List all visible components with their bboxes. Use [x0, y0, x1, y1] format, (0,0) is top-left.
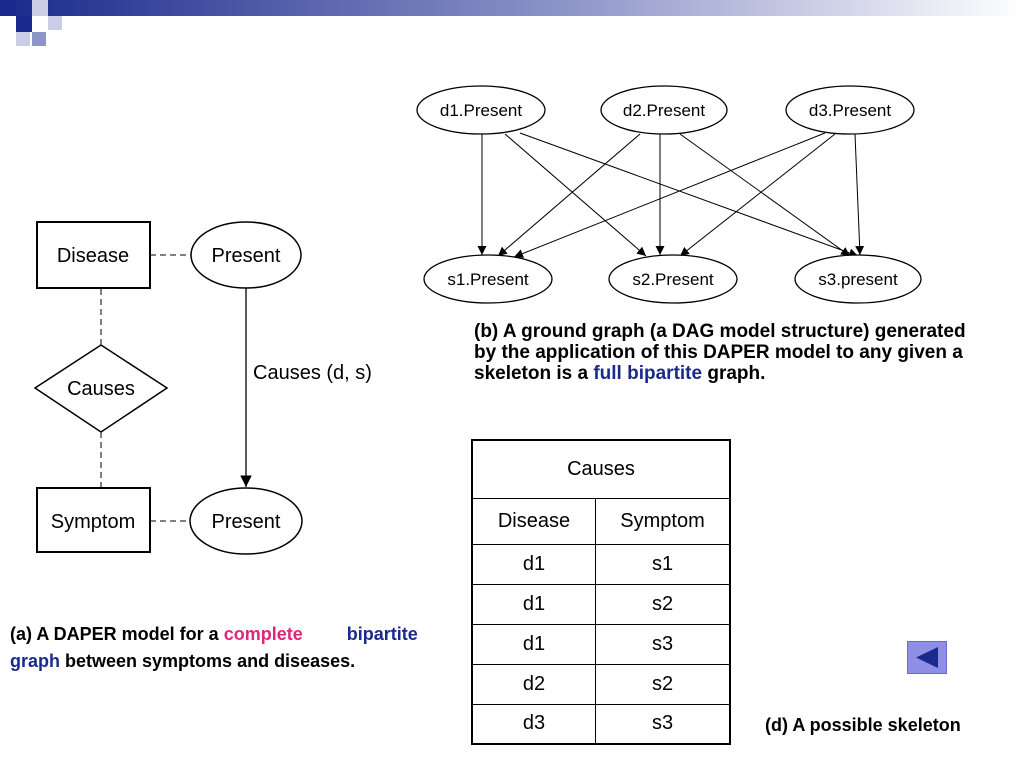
edge-d2-s3	[679, 133, 851, 257]
relationship-causes-diamond	[33, 344, 169, 433]
edge-d3-s2	[679, 133, 836, 257]
node-s2-label: s2.Present	[632, 270, 714, 289]
entity-symptom-box	[36, 487, 151, 553]
edge-d3-s1	[513, 132, 826, 258]
table-row: d1 s1	[471, 543, 731, 585]
attribute-disease-present-label: Present	[212, 245, 281, 267]
node-d3-label: d3.Present	[809, 101, 891, 120]
caption-a-suffix: between symptoms and diseases.	[60, 651, 356, 671]
table-row: d1 s3	[471, 623, 731, 665]
table-header-row: Disease Symptom	[471, 497, 731, 545]
caption-a-highlight-bipartite: bipartite graph	[10, 624, 418, 671]
table-row: d2 s2	[471, 663, 731, 705]
table-cell: s2	[595, 583, 731, 625]
caption-a-prefix: (a) A DAPER model for a	[10, 624, 224, 644]
back-button[interactable]	[907, 641, 947, 674]
table-cell: d2	[471, 663, 596, 705]
edge-d2-s1	[497, 133, 641, 257]
table-header-symptom: Symptom	[595, 497, 731, 545]
caption-b: (b) A ground graph (a DAG model structur…	[474, 321, 974, 384]
attribute-symptom-present-label: Present	[212, 511, 281, 533]
node-d1	[416, 85, 546, 135]
caption-a: (a) A DAPER model for a complete biparti…	[10, 621, 440, 675]
deco-square	[48, 16, 62, 30]
title-bar-graphic	[0, 0, 1024, 46]
table-row: d1 s2	[471, 583, 731, 625]
skeleton-table: Causes Disease Symptom d1 s1 d1 s2 d1 s3…	[471, 439, 731, 745]
node-s3	[794, 254, 922, 304]
node-d1-label: d1.Present	[440, 101, 522, 120]
edge-d1-s2	[504, 133, 647, 257]
table-row: d3 s3	[471, 703, 731, 745]
caption-d: (d) A possible skeleton	[765, 715, 961, 735]
relationship-causes-label: Causes	[67, 378, 135, 400]
table-cell: d3	[471, 703, 596, 745]
node-s1-label: s1.Present	[447, 270, 529, 289]
table-cell: s3	[595, 623, 731, 665]
left-triangle-icon	[916, 647, 938, 668]
node-s3-label: s3.present	[818, 270, 898, 289]
deco-square	[16, 16, 32, 32]
table-cell: d1	[471, 623, 596, 665]
node-s1	[423, 254, 553, 304]
deco-square	[0, 0, 16, 16]
node-d2	[600, 85, 728, 135]
table-cell: d1	[471, 543, 596, 585]
deco-square	[16, 32, 30, 46]
edge-d1-s3	[519, 132, 859, 258]
entity-disease-label: Disease	[57, 245, 129, 267]
table-header-disease: Disease	[471, 497, 596, 545]
entity-disease-box	[36, 221, 151, 289]
table-cell: s1	[595, 543, 731, 585]
table-cell: d1	[471, 583, 596, 625]
caption-a-highlight-complete: complete	[223, 624, 303, 644]
table-cell: s3	[595, 703, 731, 745]
node-d2-label: d2.Present	[623, 101, 705, 120]
deco-square	[32, 0, 48, 16]
title-bar-decoration	[0, 0, 1024, 60]
caption-b-suffix: graph.	[702, 363, 766, 384]
caption-b-text: (b) A ground graph (a DAG model structur…	[474, 321, 966, 384]
deco-square	[32, 32, 46, 46]
caption-b-highlight: full bipartite	[593, 363, 703, 384]
table-title-row: Causes	[471, 439, 731, 499]
gradient-stripe	[0, 0, 1024, 16]
entity-symptom-label: Symptom	[51, 511, 135, 533]
table-title: Causes	[471, 439, 731, 499]
node-s2	[608, 254, 738, 304]
attribute-symptom-present	[189, 487, 303, 555]
dependency-label: Causes (d, s)	[253, 362, 372, 384]
table-cell: s2	[595, 663, 731, 705]
edge-d3-s3	[854, 133, 865, 256]
node-d3	[785, 85, 915, 135]
